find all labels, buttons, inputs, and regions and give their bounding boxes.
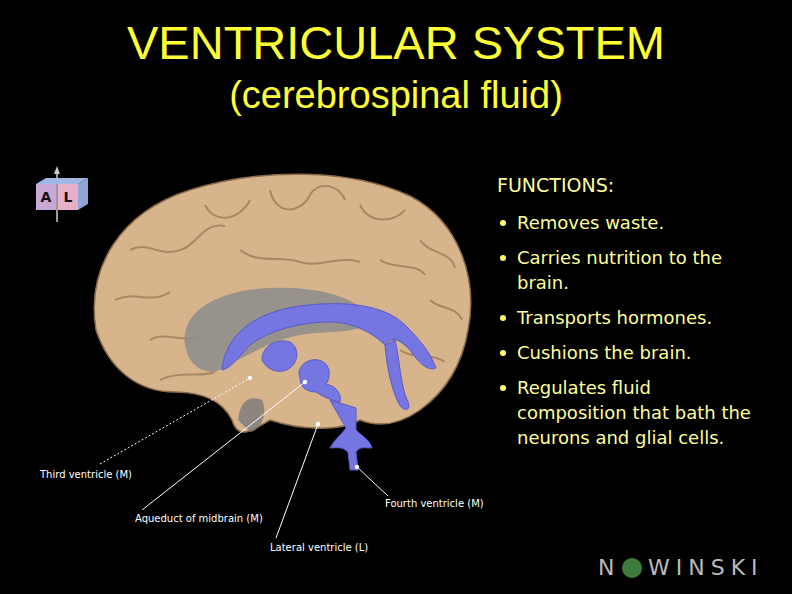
list-item: Cushions the brain. [517, 340, 762, 365]
bullet-dot [500, 385, 506, 391]
part-label: Third ventricle (M) [40, 468, 132, 481]
part-label: Lateral ventricle (L) [270, 541, 368, 554]
brain-surface [94, 174, 470, 432]
list-heading: FUNCTIONS: [497, 172, 614, 198]
part-label: Aqueduct of midbrain (M) [135, 512, 263, 525]
orientation-letter: L [58, 186, 78, 208]
watermark: WINSKI [648, 555, 764, 581]
title: VENTRICULAR SYSTEM [0, 16, 792, 70]
leader-lines [100, 376, 388, 538]
bullet-dot [500, 220, 506, 226]
bullet-dot [500, 315, 506, 321]
watermark-icon [622, 558, 642, 578]
list-item: Removes waste. [517, 210, 762, 235]
bullet-dot [500, 255, 506, 261]
subtitle: (cerebrospinal fluid) [0, 73, 792, 117]
list-item: Regulates fluid composition that bath th… [517, 375, 762, 450]
list-item: Transports hormones. [517, 305, 762, 330]
gyri [115, 186, 462, 380]
part-label: Fourth ventricle (M) [385, 497, 484, 510]
ventricles [222, 304, 436, 470]
orientation-letter: A [36, 186, 56, 208]
list-item: Carries nutrition to the brain. [517, 245, 762, 295]
watermark: N [598, 555, 620, 581]
orientation-cube [36, 166, 88, 222]
bullet-dot [500, 350, 506, 356]
